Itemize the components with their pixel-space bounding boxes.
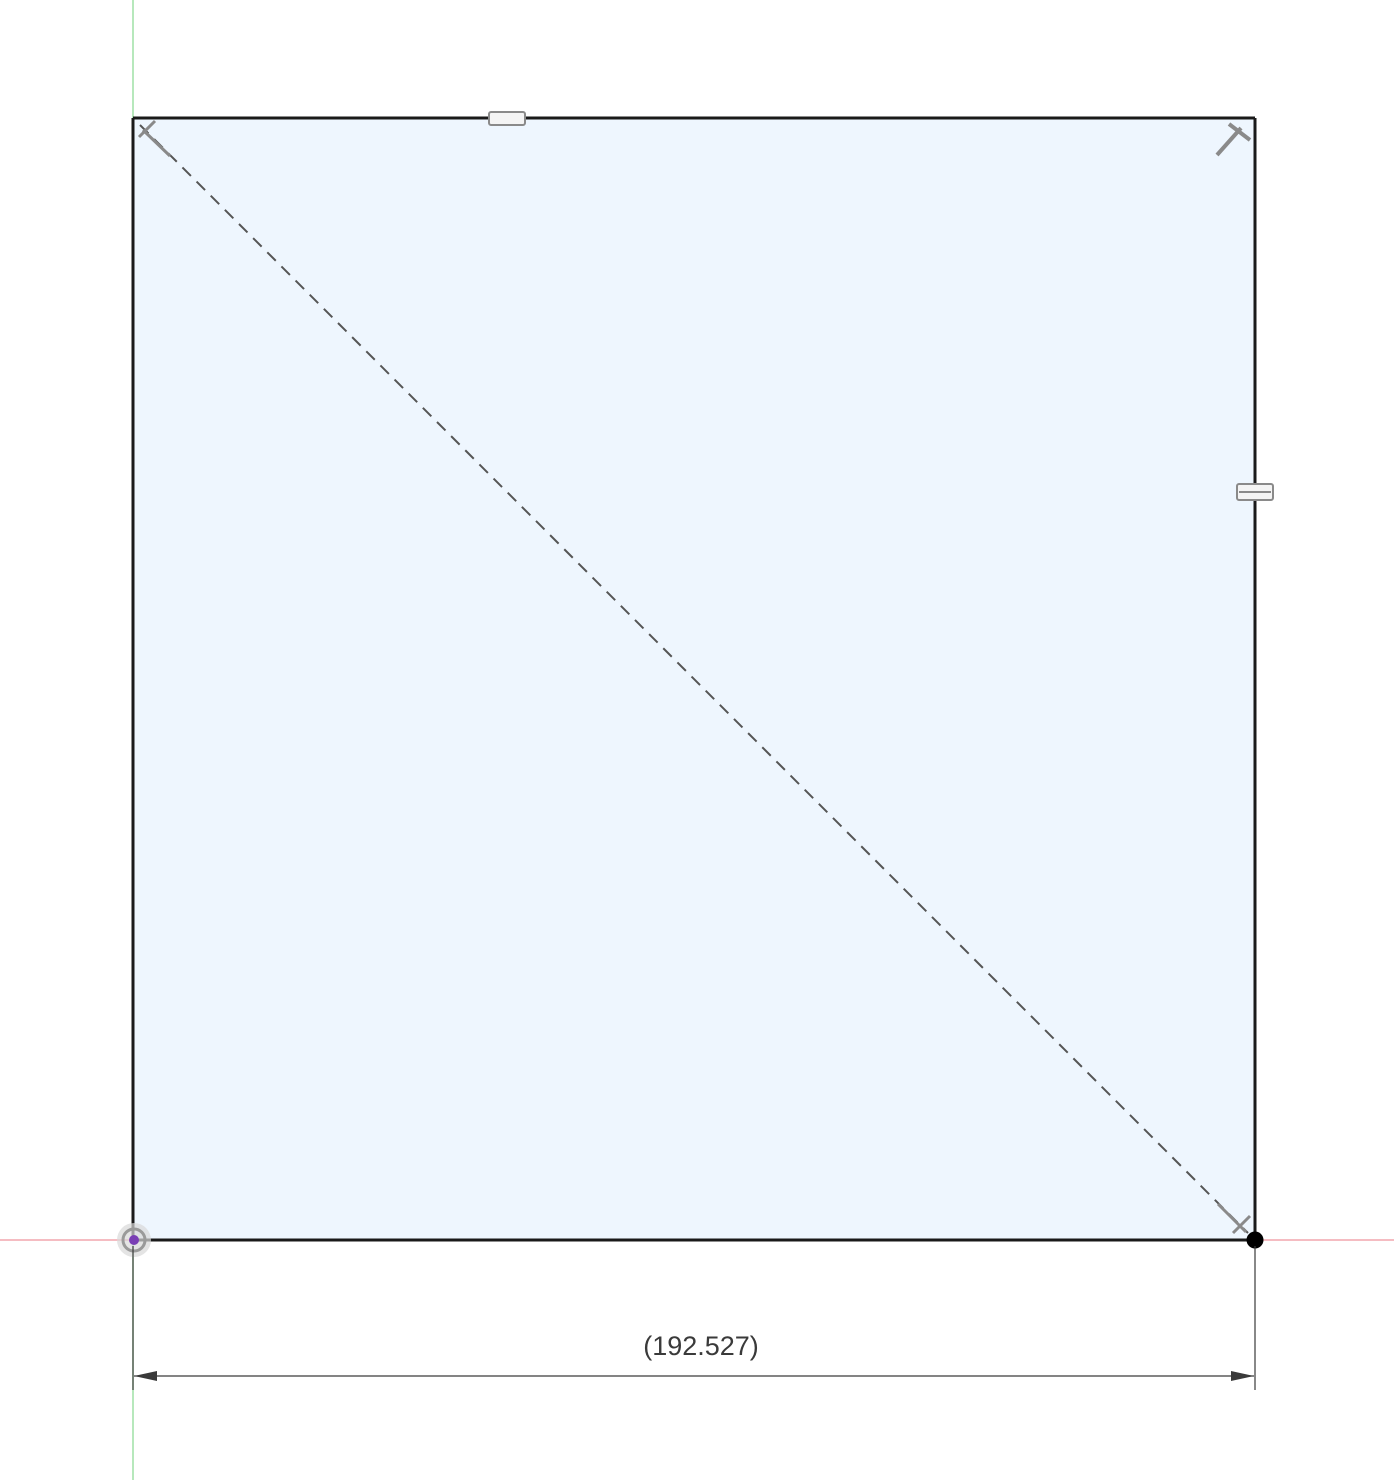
parallel-constraint-icon[interactable] bbox=[1236, 483, 1274, 501]
coincident-constraint-bottom-right-icon[interactable] bbox=[1216, 1202, 1252, 1235]
dimension-arrow-right bbox=[1231, 1371, 1254, 1381]
coincident-constraint-top-left-icon[interactable] bbox=[137, 119, 172, 158]
sketch-point-bottom-right[interactable] bbox=[1246, 1231, 1264, 1249]
perpendicular-constraint-icon[interactable] bbox=[1215, 122, 1252, 157]
horizontal-constraint-icon[interactable] bbox=[488, 111, 526, 126]
dimension-value[interactable]: (192.527) bbox=[643, 1331, 759, 1361]
dimension-line[interactable] bbox=[134, 1371, 1254, 1381]
dimension-arrow-left bbox=[134, 1371, 157, 1381]
origin-point[interactable] bbox=[117, 1223, 151, 1257]
construction-diagonal-line[interactable] bbox=[139, 124, 1249, 1234]
